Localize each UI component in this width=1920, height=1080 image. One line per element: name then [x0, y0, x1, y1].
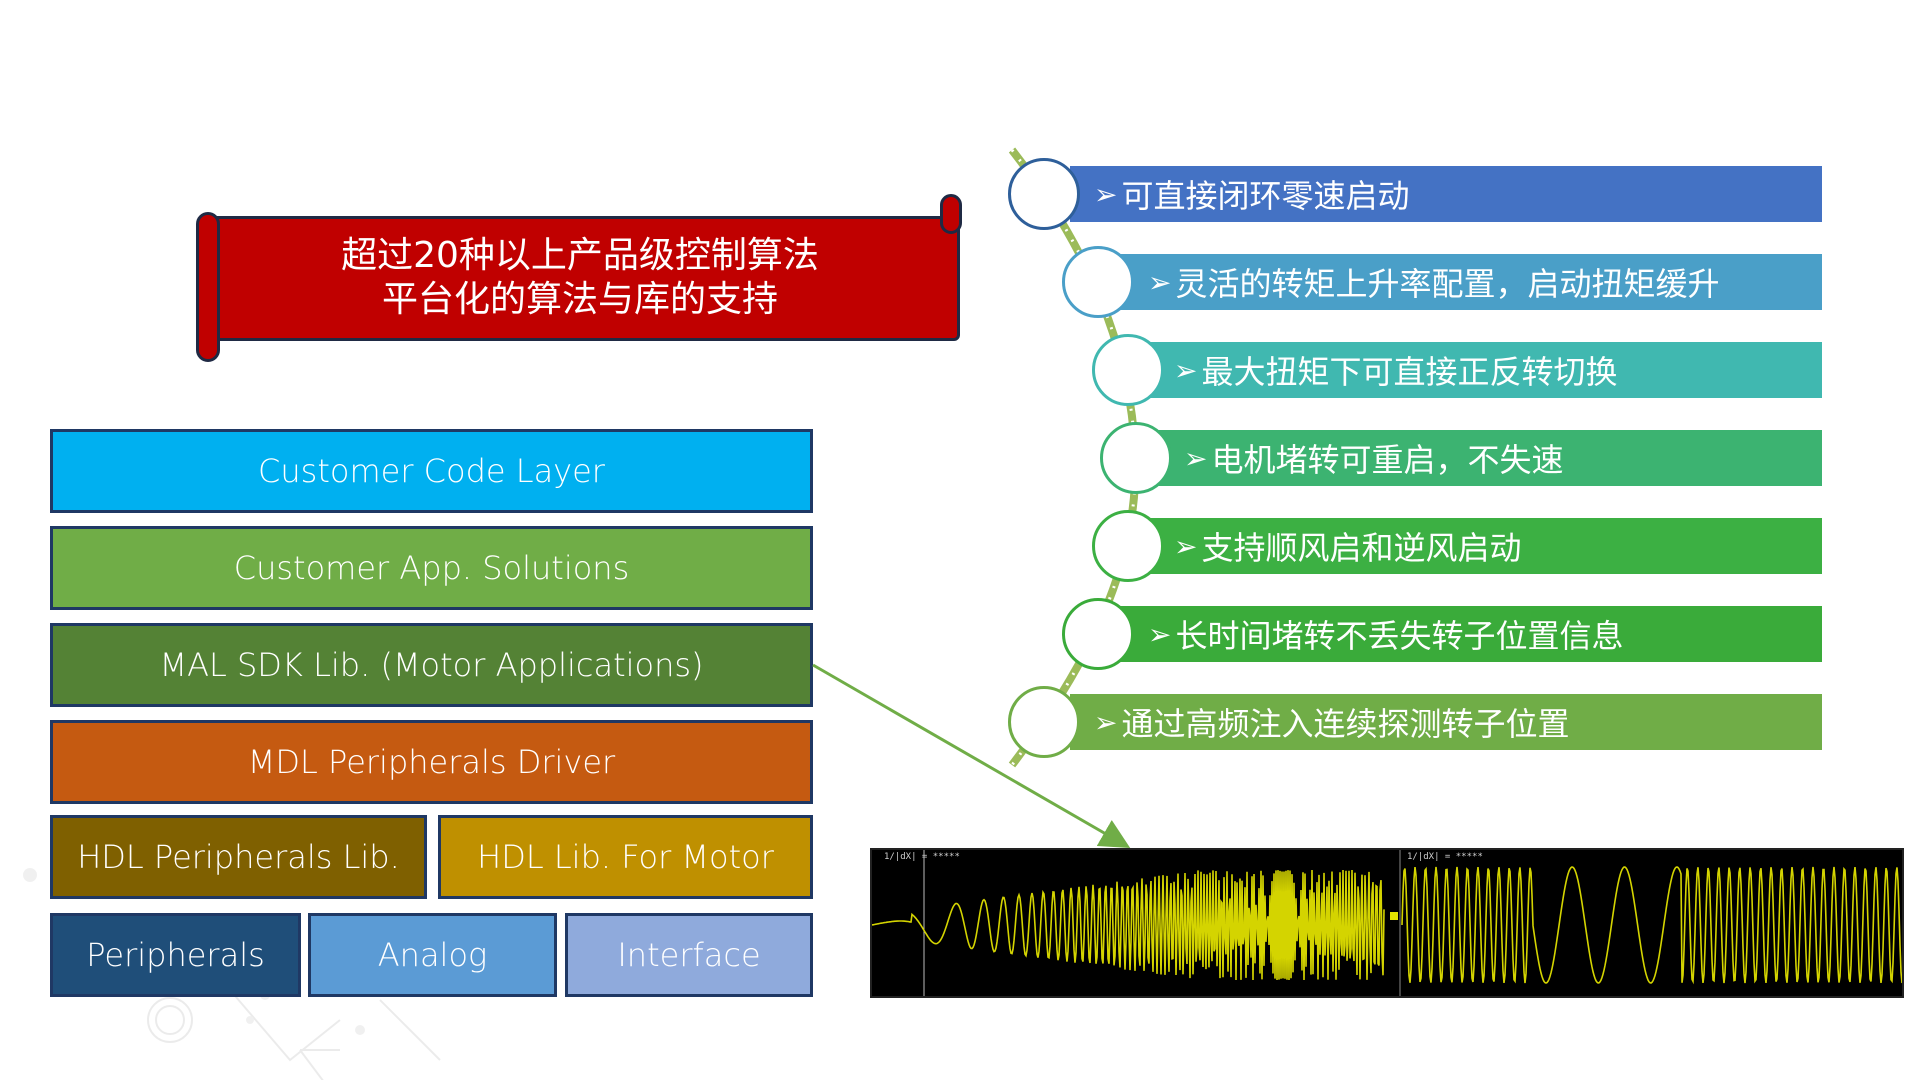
bullet-arrow-icon: ➢ — [1184, 441, 1208, 475]
block-customer-app-solutions: Customer App. Solutions — [50, 526, 813, 610]
bullet-arrow-icon: ➢ — [1174, 353, 1198, 387]
block-analog: Analog — [308, 913, 557, 997]
feature-bar-6: ➢ 长时间堵转不丢失转子位置信息 — [1118, 606, 1822, 662]
feature-circle — [1062, 246, 1134, 318]
banner-line-2: 平台化的算法与库的支持 — [381, 279, 778, 320]
feature-bar-7: ➢ 通过高频注入连续探测转子位置 — [1070, 694, 1822, 750]
scope-header-left: 1/|dX| = ***** — [884, 852, 960, 862]
feature-bar-4: ➢ 电机堵转可重启，不失速 — [1156, 430, 1822, 486]
feature-bar-3: ➢ 最大扭矩下可直接正反转切换 — [1146, 342, 1822, 398]
feature-bar-2: ➢ 灵活的转矩上升率配置，启动扭矩缓升 — [1118, 254, 1822, 310]
banner-line-1: 超过20种以上产品级控制算法 — [341, 235, 819, 276]
oscilloscope-waveform: 1/|dX| = ***** 1/|dX| = ***** — [870, 848, 1904, 998]
feature-text: 最大扭矩下可直接正反转切换 — [1201, 353, 1618, 391]
feature-text: 支持顺风启和逆风启动 — [1201, 529, 1522, 567]
block-mal-sdk-lib: MAL SDK Lib. (Motor Applications) — [50, 623, 813, 707]
feature-circle — [1062, 598, 1134, 670]
feature-text: 通过高频注入连续探测转子位置 — [1121, 705, 1570, 743]
bullet-arrow-icon: ➢ — [1174, 529, 1198, 563]
banner-text: 超过20种以上产品级控制算法 平台化的算法与库的支持 — [220, 234, 940, 322]
block-mdl-peripherals-driver: MDL Peripherals Driver — [50, 720, 813, 804]
feature-text: 灵活的转矩上升率配置，启动扭矩缓升 — [1175, 265, 1720, 303]
feature-circle — [1008, 158, 1080, 230]
block-hdl-peripherals-lib: HDL Peripherals Lib. — [50, 815, 427, 899]
banner-roll-right — [940, 194, 962, 234]
block-interface: Interface — [565, 913, 813, 997]
bullet-arrow-icon: ➢ — [1148, 265, 1172, 299]
block-hdl-lib-for-motor: HDL Lib. For Motor — [438, 815, 813, 899]
bullet-arrow-icon: ➢ — [1094, 705, 1118, 739]
feature-text: 电机堵转可重启，不失速 — [1211, 441, 1564, 479]
block-peripherals: Peripherals — [50, 913, 301, 997]
feature-circle — [1092, 334, 1164, 406]
feature-text: 可直接闭环零速启动 — [1121, 177, 1410, 215]
block-customer-code-layer: Customer Code Layer — [50, 429, 813, 513]
bullet-arrow-icon: ➢ — [1148, 617, 1172, 651]
background-decoration — [23, 868, 441, 1080]
feature-text: 长时间堵转不丢失转子位置信息 — [1175, 617, 1624, 655]
scope-header-right: 1/|dX| = ***** — [1407, 852, 1483, 862]
feature-bar-5: ➢ 支持顺风启和逆风启动 — [1146, 518, 1822, 574]
feature-circle — [1008, 686, 1080, 758]
banner-roll-left — [196, 212, 220, 362]
feature-circle — [1100, 422, 1172, 494]
waveform-traces — [872, 850, 1902, 996]
scroll-banner: 超过20种以上产品级控制算法 平台化的算法与库的支持 — [190, 186, 980, 376]
bullet-arrow-icon: ➢ — [1094, 177, 1118, 211]
banner-body — [205, 216, 960, 341]
feature-bar-1: ➢ 可直接闭环零速启动 — [1070, 166, 1822, 222]
feature-circle — [1092, 510, 1164, 582]
